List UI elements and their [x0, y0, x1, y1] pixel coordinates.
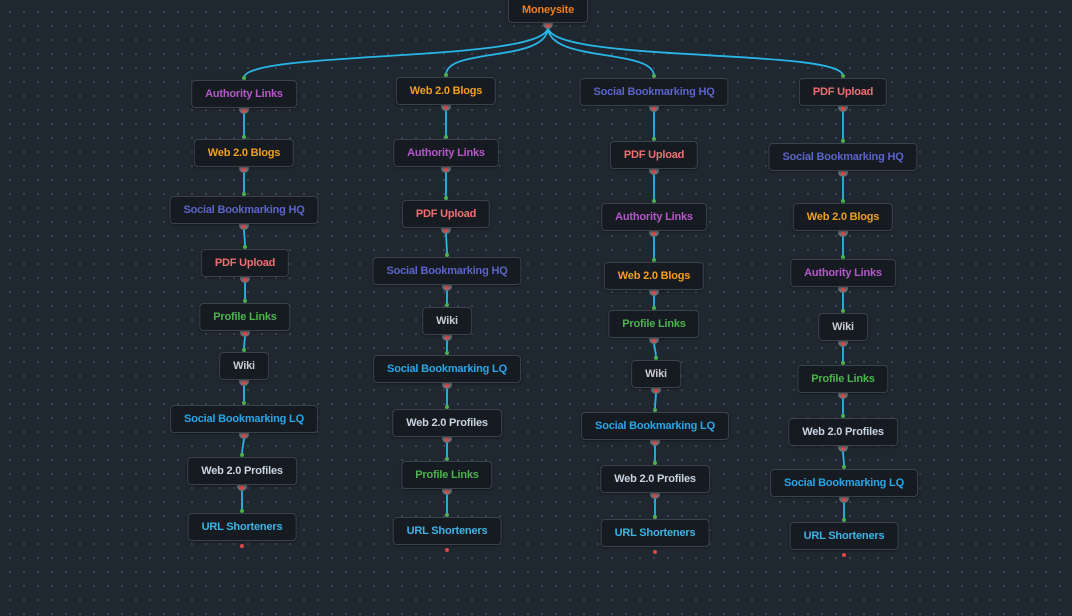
- input-handle[interactable]: [653, 408, 657, 412]
- node-web-2-0-profiles[interactable]: Web 2.0 Profiles: [788, 418, 898, 446]
- input-handle[interactable]: [842, 518, 846, 522]
- input-handle[interactable]: [444, 196, 448, 200]
- node-web-2-0-blogs[interactable]: Web 2.0 Blogs: [395, 77, 497, 105]
- node-moneysite[interactable]: Moneysite: [508, 0, 588, 23]
- node-wiki[interactable]: Wiki: [422, 307, 472, 335]
- edge-link: [445, 230, 448, 256]
- edge-root: [445, 26, 549, 76]
- input-handle[interactable]: [653, 461, 657, 465]
- node-authority-links[interactable]: Authority Links: [601, 203, 707, 231]
- node-web-2-0-profiles[interactable]: Web 2.0 Profiles: [600, 465, 710, 493]
- node-social-bookmarking-lq[interactable]: Social Bookmarking LQ: [770, 469, 918, 497]
- edge-link: [243, 226, 246, 248]
- node-wiki[interactable]: Wiki: [818, 313, 868, 341]
- input-handle[interactable]: [240, 509, 244, 513]
- node-pdf-upload[interactable]: PDF Upload: [798, 78, 888, 106]
- node-social-bookmarking-hq[interactable]: Social Bookmarking HQ: [768, 143, 918, 171]
- edge-root: [243, 26, 549, 79]
- node-pdf-upload[interactable]: PDF Upload: [200, 249, 290, 277]
- input-handle[interactable]: [841, 139, 845, 143]
- input-handle[interactable]: [842, 465, 846, 469]
- node-social-bookmarking-hq[interactable]: Social Bookmarking HQ: [579, 78, 729, 106]
- node-web-2-0-blogs[interactable]: Web 2.0 Blogs: [792, 203, 894, 231]
- node-url-shorteners[interactable]: URL Shorteners: [600, 519, 710, 547]
- node-pdf-upload[interactable]: PDF Upload: [401, 200, 491, 228]
- node-authority-links[interactable]: Authority Links: [191, 80, 297, 108]
- node-authority-links[interactable]: Authority Links: [393, 139, 499, 167]
- node-web-2-0-blogs[interactable]: Web 2.0 Blogs: [193, 139, 295, 167]
- node-profile-links[interactable]: Profile Links: [797, 365, 889, 393]
- input-handle[interactable]: [243, 245, 247, 249]
- node-web-2-0-profiles[interactable]: Web 2.0 Profiles: [187, 457, 297, 485]
- input-handle[interactable]: [652, 199, 656, 203]
- node-social-bookmarking-lq[interactable]: Social Bookmarking LQ: [373, 355, 521, 383]
- input-handle[interactable]: [841, 361, 845, 365]
- input-handle[interactable]: [242, 348, 246, 352]
- input-handle[interactable]: [445, 253, 449, 257]
- input-handle[interactable]: [841, 74, 845, 78]
- input-handle[interactable]: [445, 351, 449, 355]
- node-wiki[interactable]: Wiki: [219, 352, 269, 380]
- output-handle[interactable]: [445, 548, 449, 552]
- input-handle[interactable]: [841, 255, 845, 259]
- input-handle[interactable]: [242, 401, 246, 405]
- input-handle[interactable]: [652, 258, 656, 262]
- input-handle[interactable]: [841, 199, 845, 203]
- input-handle[interactable]: [652, 306, 656, 310]
- node-authority-links[interactable]: Authority Links: [790, 259, 896, 287]
- input-handle[interactable]: [444, 73, 448, 77]
- node-pdf-upload[interactable]: PDF Upload: [609, 141, 699, 169]
- edge-root: [547, 26, 655, 77]
- input-handle[interactable]: [242, 192, 246, 196]
- node-url-shorteners[interactable]: URL Shorteners: [789, 522, 899, 550]
- input-handle[interactable]: [445, 405, 449, 409]
- node-social-bookmarking-lq[interactable]: Social Bookmarking LQ: [581, 412, 729, 440]
- output-handle[interactable]: [653, 550, 657, 554]
- input-handle[interactable]: [841, 414, 845, 418]
- input-handle[interactable]: [444, 135, 448, 139]
- node-social-bookmarking-lq[interactable]: Social Bookmarking LQ: [170, 405, 318, 433]
- input-handle[interactable]: [445, 457, 449, 461]
- input-handle[interactable]: [445, 513, 449, 517]
- node-profile-links[interactable]: Profile Links: [608, 310, 700, 338]
- output-handle[interactable]: [240, 544, 244, 548]
- node-social-bookmarking-hq[interactable]: Social Bookmarking HQ: [169, 196, 319, 224]
- node-profile-links[interactable]: Profile Links: [199, 303, 291, 331]
- input-handle[interactable]: [654, 356, 658, 360]
- input-handle[interactable]: [242, 76, 246, 80]
- input-handle[interactable]: [243, 299, 247, 303]
- input-handle[interactable]: [841, 309, 845, 313]
- node-web-2-0-profiles[interactable]: Web 2.0 Profiles: [392, 409, 502, 437]
- output-handle[interactable]: [842, 553, 846, 557]
- input-handle[interactable]: [652, 74, 656, 78]
- input-handle[interactable]: [653, 515, 657, 519]
- edge-root: [547, 26, 844, 77]
- node-profile-links[interactable]: Profile Links: [401, 461, 493, 489]
- node-web-2-0-blogs[interactable]: Web 2.0 Blogs: [603, 262, 705, 290]
- node-social-bookmarking-hq[interactable]: Social Bookmarking HQ: [372, 257, 522, 285]
- node-wiki[interactable]: Wiki: [631, 360, 681, 388]
- node-url-shorteners[interactable]: URL Shorteners: [392, 517, 502, 545]
- input-handle[interactable]: [240, 453, 244, 457]
- input-handle[interactable]: [242, 135, 246, 139]
- input-handle[interactable]: [652, 137, 656, 141]
- input-handle[interactable]: [445, 303, 449, 307]
- node-url-shorteners[interactable]: URL Shorteners: [187, 513, 297, 541]
